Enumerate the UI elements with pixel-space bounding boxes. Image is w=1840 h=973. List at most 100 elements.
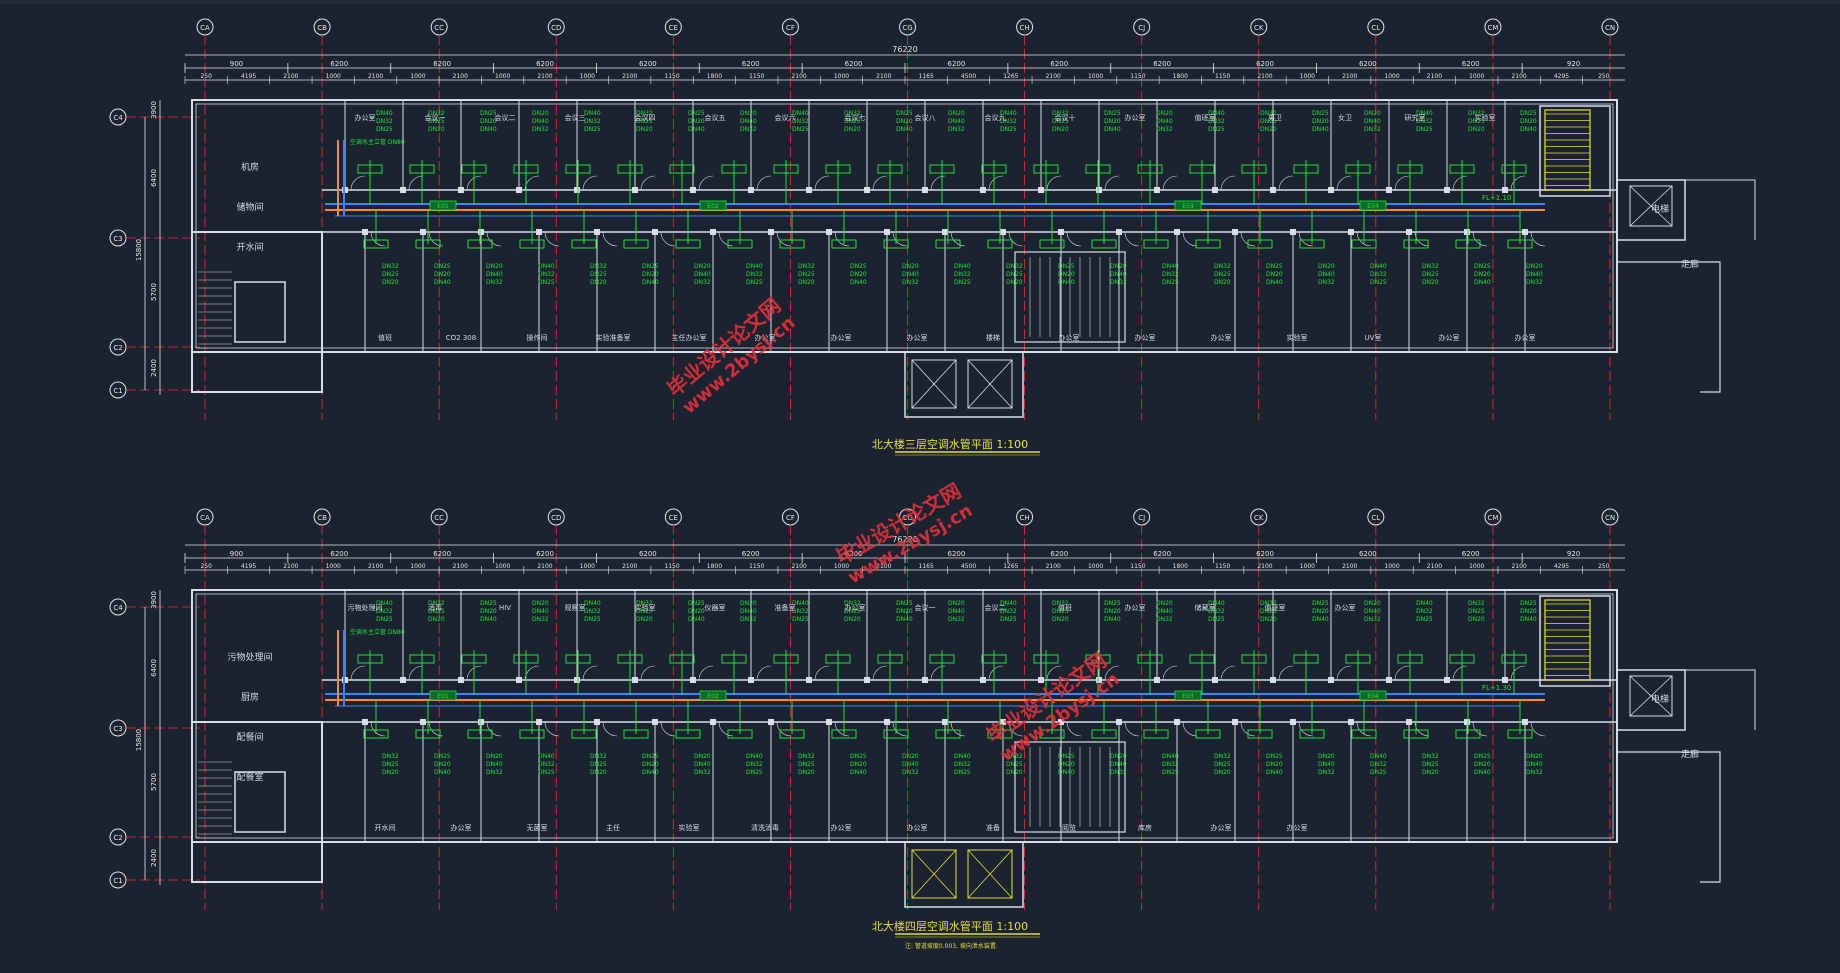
pipe-size-label: DN40 <box>1000 600 1017 607</box>
dim-sub-text: 1800 <box>707 563 722 570</box>
fan-coil-unit <box>1137 654 1163 664</box>
right-stair-enclosure <box>1539 105 1611 197</box>
pipe-size-label: DN40 <box>584 600 601 607</box>
pipe-size-label: DN40 <box>1156 118 1173 125</box>
pipe-size-label: DN20 <box>590 769 607 776</box>
dim-sub-text: 1800 <box>1173 563 1188 570</box>
pipe-size-label: DN40 <box>746 753 763 760</box>
dim-sub-text: 1150 <box>1215 563 1230 570</box>
pipe-size-label: DN40 <box>1312 616 1329 623</box>
door-swing <box>544 721 560 737</box>
pipe-size-label: DN20 <box>382 279 399 286</box>
pipe-size-label: DN20 <box>486 753 503 760</box>
door-swing <box>1182 231 1198 247</box>
door-swing <box>1046 665 1062 681</box>
fan-coil-unit <box>1403 239 1429 249</box>
dim-sub-text: 250 <box>1598 563 1610 570</box>
fan-coil-unit <box>773 654 799 664</box>
pipe-size-label: DN32 <box>636 110 653 117</box>
door-swing <box>1104 175 1120 191</box>
right-annex-wall <box>1685 179 1756 240</box>
dim-sub-text: 1150 <box>749 73 764 80</box>
stair-core <box>234 771 286 833</box>
room-label: 准备室 <box>775 603 796 612</box>
duct-tag-box <box>1174 690 1202 701</box>
column <box>1290 719 1296 725</box>
pipe-size-label: DN25 <box>636 118 653 125</box>
dim-sub-text: 1000 <box>1384 73 1399 80</box>
pipe-size-label: DN25 <box>1422 761 1439 768</box>
fan-coil-unit <box>1085 654 1111 664</box>
annex-label: 电梯 <box>1651 693 1669 705</box>
left-room-label: 厨房 <box>241 691 259 703</box>
axis-label: CL <box>1371 514 1380 522</box>
dim-sub-text: 1150 <box>749 563 764 570</box>
pipe-size-label: DN25 <box>1058 263 1075 270</box>
dim-sub-text: 4295 <box>1554 563 1569 570</box>
pipe-size-label: DN40 <box>486 761 503 768</box>
column <box>1154 677 1160 683</box>
pipe-size-label: DN40 <box>948 608 965 615</box>
column <box>1386 187 1392 193</box>
dim-sub-text: 1800 <box>707 73 722 80</box>
fan-coil-unit <box>1455 239 1481 249</box>
column <box>1270 187 1276 193</box>
pipe-size-label: DN25 <box>792 126 809 133</box>
axis-label: CB <box>317 24 327 32</box>
room-label: 办公室 <box>845 603 866 612</box>
column <box>1096 677 1102 683</box>
pipe-size-label: DN20 <box>1006 279 1023 286</box>
pipe-size-label: DN20 <box>1474 761 1491 768</box>
left-wing-wall <box>191 231 323 393</box>
pipe-size-label: DN32 <box>1162 761 1179 768</box>
pipe-size-label: DN40 <box>1370 263 1387 270</box>
row-dim-text: 5700 <box>150 283 158 301</box>
dim-sub-text: 2100 <box>622 563 637 570</box>
room-label: 办公室 <box>831 823 852 832</box>
dim-sub-text: 250 <box>200 563 212 570</box>
dim-sub-text: 1000 <box>326 73 341 80</box>
dim-sub-text: 1000 <box>326 563 341 570</box>
axis-label: CC <box>434 24 444 32</box>
pipe-size-label: DN25 <box>798 761 815 768</box>
annex-label: 走廊 <box>1681 258 1699 270</box>
pipe-size-label: DN40 <box>1266 769 1283 776</box>
column <box>516 187 522 193</box>
pipe-size-label: DN40 <box>532 118 549 125</box>
pipe-size-label: DN25 <box>1468 608 1485 615</box>
pipe-size-label: DN32 <box>382 753 399 760</box>
column <box>1386 677 1392 683</box>
fan-coil-unit <box>1241 654 1267 664</box>
dim-bay-text: 6200 <box>433 60 451 68</box>
door-swing <box>756 665 772 681</box>
column <box>1212 677 1218 683</box>
pipe-size-label: DN40 <box>1208 110 1225 117</box>
pipe-size-label: DN25 <box>1260 118 1277 125</box>
pipe-size-label: DN25 <box>636 608 653 615</box>
fan-coil-unit <box>987 729 1013 739</box>
door-swing <box>582 665 598 681</box>
column <box>768 229 774 235</box>
pipe-size-label: DN20 <box>1058 761 1075 768</box>
door-swing <box>834 231 850 247</box>
pipe-size-label: DN25 <box>1208 616 1225 623</box>
door-swing <box>930 175 946 191</box>
pipe-size-label: DN40 <box>1058 769 1075 776</box>
pipe-size-label: DN32 <box>1526 279 1543 286</box>
pipe-size-label: DN20 <box>1318 263 1335 270</box>
fan-coil-unit <box>727 729 753 739</box>
dim-sub-text: 250 <box>200 73 212 80</box>
room-label: 开水间 <box>375 823 396 832</box>
row-dim-text: 15800 <box>135 239 143 261</box>
pipe-size-label: DN25 <box>480 110 497 117</box>
door-swing <box>486 721 502 737</box>
pipe-size-label: DN25 <box>1312 110 1329 117</box>
column <box>1328 187 1334 193</box>
room-label: 污物处理间 <box>348 603 383 612</box>
door-swing <box>370 721 386 737</box>
column <box>458 677 464 683</box>
column <box>536 719 542 725</box>
right-stair-enclosure <box>1539 595 1611 687</box>
left-room-label: 配餐室 <box>236 771 263 783</box>
